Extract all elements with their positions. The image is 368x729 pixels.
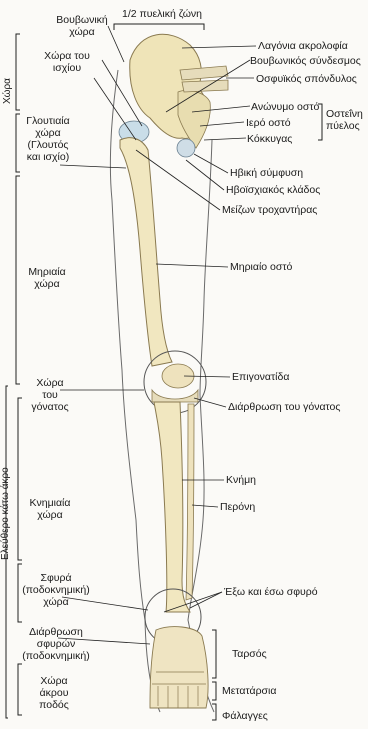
- malleoli-label: Έξω και έσω σφυρό: [224, 586, 318, 598]
- femur-shape: [120, 138, 172, 366]
- ankle-region-label: Σφυρά (ποδοκνημική) χώρα: [20, 572, 92, 608]
- knee-condyles: [152, 390, 198, 402]
- tarsus-label: Ταρσός: [232, 648, 267, 660]
- left-bracket-leg: [18, 398, 22, 560]
- leg-outline: [110, 70, 214, 712]
- thigh-region-label: Μηριαία χώρα: [20, 266, 74, 290]
- knee-region-label: Χώρα του γόνατος: [24, 377, 76, 413]
- tibia-label: Κνήμη: [226, 474, 256, 486]
- leg-region-label: Κνημιαία χώρα: [22, 497, 78, 521]
- bony-pelvis-label: Οστεΐνη πύελος: [326, 108, 363, 132]
- sacrum-label: Ιερό οστό: [246, 117, 291, 129]
- patella-label: Επιγονατίδα: [232, 371, 289, 383]
- gluteal-region-label: Γλουτιαία χώρα (Γλουτός και ισχίο): [18, 115, 78, 163]
- pubic-symphysis-label: Ηβική σύμφυση: [230, 167, 303, 179]
- inguinal-ligament-label: Βουβωνικός σύνδεσμος: [250, 55, 361, 67]
- hip-region-label: Χώρα του ισχίου: [32, 50, 102, 74]
- right-bracket-metatarsals: [212, 682, 216, 700]
- fibula-shape: [186, 404, 194, 600]
- fibula-label: Περόνη: [220, 501, 255, 513]
- phalanges-label: Φάλαγγες: [222, 710, 268, 722]
- ankle-joint-label: Διάρθρωση σφυρών (ποδοκνημική): [20, 626, 92, 662]
- inguinal-region-label: Βουβωνική χώρα: [50, 14, 114, 38]
- tibia-shape: [154, 402, 190, 612]
- obturator-shape: [177, 139, 195, 157]
- left-bracket-hip: [16, 34, 20, 110]
- foot-shape: [150, 627, 208, 708]
- coccyx-label: Κόκκυγας: [247, 133, 292, 145]
- top-bracket: [114, 24, 204, 30]
- pelvic-girdle-label: 1/2 πυελική ζώνη: [116, 8, 208, 20]
- free-lower-limb-vertical-label: Ελεύθερο κάτω άκρο: [0, 467, 11, 560]
- knee-joint-label: Διάρθρωση του γόνατος: [228, 401, 340, 413]
- iliac-crest-label: Λαγόνια ακρολοφία: [258, 40, 348, 52]
- femur-label: Μηριαίο οστό: [230, 261, 292, 273]
- metatarsals-label: Μετατάρσια: [222, 685, 276, 697]
- right-bracket-tarsus: [212, 630, 216, 678]
- hip-zone-vertical-label: Χώρα: [2, 78, 13, 104]
- greater-trochanter-label: Μείζων τροχαντήρας: [222, 204, 317, 216]
- left-bracket-foot: [18, 664, 22, 715]
- foot-region-label: Χώρα άκρου ποδός: [26, 675, 82, 711]
- lumbar-vertebra-label: Οσφυϊκός σπόνδυλος: [256, 73, 357, 85]
- innominate-bone-label: Ανώνυμο οστό: [251, 101, 319, 113]
- ischiopubic-ramus-label: Ηβοϊσχιακός κλάδος: [226, 184, 320, 196]
